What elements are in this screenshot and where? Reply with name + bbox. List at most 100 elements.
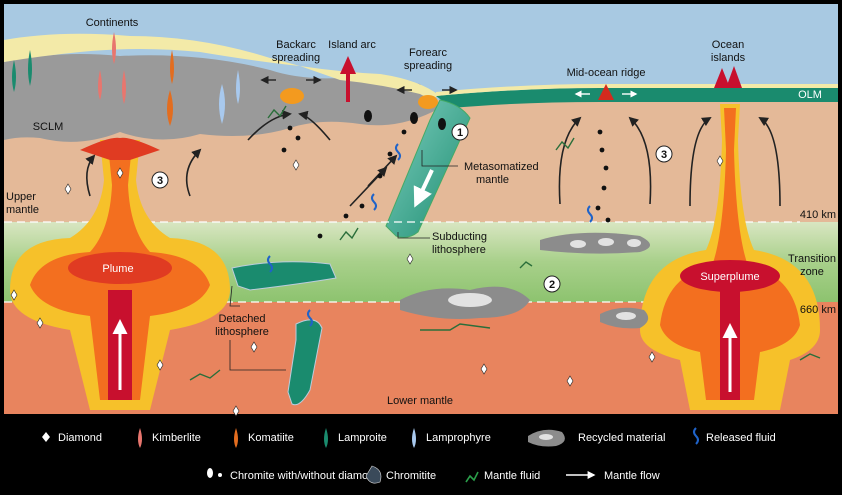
diamond-icon bbox=[566, 375, 574, 387]
legend-chromitite-icon bbox=[365, 465, 382, 484]
legend-mantle-flow-label: Mantle flow bbox=[604, 470, 660, 482]
released-fluid bbox=[307, 309, 313, 327]
legend-kimberlite-label: Kimberlite bbox=[152, 432, 201, 444]
label-metaso-1: Metasomatized bbox=[464, 161, 539, 173]
label-forearc-1: Forearc bbox=[409, 47, 447, 59]
label-backarc-1: Backarc bbox=[276, 39, 316, 51]
plume-top bbox=[80, 137, 160, 160]
mantle-flow-arrow bbox=[558, 116, 582, 205]
label-plume: Plume bbox=[102, 263, 133, 275]
mantle-fluid bbox=[189, 369, 221, 381]
recycled-material bbox=[540, 232, 650, 254]
superplume-mid bbox=[660, 108, 800, 400]
subducting-slab bbox=[385, 99, 471, 238]
island-arc-dike bbox=[346, 74, 350, 102]
mantle-fluid bbox=[555, 137, 575, 151]
plume-head bbox=[68, 252, 172, 284]
released-fluid bbox=[587, 205, 593, 223]
komatiite-drop bbox=[170, 50, 174, 84]
mantle-fluid bbox=[519, 261, 533, 269]
label-transition-2: zone bbox=[800, 266, 824, 278]
label-subduct-1: Subducting bbox=[432, 231, 487, 243]
label-backarc-2: spreading bbox=[272, 52, 320, 64]
mantle-flow-arrow bbox=[628, 116, 652, 205]
recycled-inner bbox=[598, 238, 614, 246]
label-olm: OLM bbox=[798, 89, 822, 101]
released-fluid bbox=[395, 143, 401, 161]
ocean-island-volcano-2 bbox=[726, 66, 742, 88]
superplume-head bbox=[680, 260, 780, 292]
marker-2-text: 2 bbox=[549, 279, 555, 291]
diamond-icon bbox=[406, 253, 414, 265]
mantle-fluid bbox=[267, 105, 287, 119]
mantle-fluid bbox=[339, 227, 359, 241]
legend-fluid-label: Released fluid bbox=[706, 432, 776, 444]
label-410: 410 km bbox=[800, 209, 836, 221]
mantle-flow-arrow bbox=[758, 117, 781, 207]
detach-pointer-2 bbox=[229, 340, 286, 371]
recycled-inner bbox=[627, 239, 641, 247]
marker-3-right: 3 bbox=[655, 145, 673, 163]
diamond-icon bbox=[36, 317, 44, 329]
label-forearc-2: spreading bbox=[404, 60, 452, 72]
released-fluid bbox=[267, 255, 273, 273]
label-ocean-1: Ocean bbox=[712, 39, 744, 51]
mid-ocean-ridge-marker bbox=[598, 84, 614, 100]
marker-3-left-text: 3 bbox=[157, 175, 163, 187]
legend-lamproite-label: Lamproite bbox=[338, 432, 387, 444]
label-detached-2: lithosphere bbox=[215, 326, 269, 338]
label-ocean-2: islands bbox=[711, 52, 746, 64]
legend-chromitite-label: Chromitite bbox=[386, 470, 436, 482]
forearc-magma bbox=[418, 95, 438, 109]
slab-motion-arrow bbox=[413, 169, 434, 208]
lamproite-drop bbox=[28, 50, 32, 86]
lamprophyre-drop bbox=[219, 84, 225, 124]
diamond-icon bbox=[716, 155, 724, 167]
mantle-flow-arrow bbox=[689, 117, 712, 207]
recycled-inner bbox=[616, 312, 636, 320]
legend-mantle-fluid-label: Mantle fluid bbox=[484, 470, 540, 482]
legend-recycled-label: Recycled material bbox=[578, 432, 665, 444]
legend-fluid-icon bbox=[693, 427, 699, 445]
diamond-icon bbox=[250, 341, 258, 353]
lamproite-drop bbox=[12, 60, 16, 92]
diamond-icon bbox=[232, 405, 240, 417]
oceanic-plate bbox=[436, 88, 838, 108]
label-island-arc: Island arc bbox=[328, 39, 376, 51]
legend-chromite-label: Chromite with/without diamond bbox=[230, 470, 380, 482]
mantle-flow-arrow bbox=[247, 109, 292, 141]
legend-lamprophyre-icon bbox=[412, 428, 416, 448]
kimberlite-drop bbox=[98, 70, 102, 100]
mantle-fluid bbox=[799, 353, 821, 361]
island-arc-volcano bbox=[340, 56, 356, 74]
legend-diamond-label: Diamond bbox=[58, 432, 102, 444]
marker-3-right-text: 3 bbox=[661, 149, 667, 161]
legend-kimberlite-icon bbox=[138, 428, 142, 448]
kimberlite-drop bbox=[112, 32, 116, 64]
kimberlite-drop bbox=[122, 70, 126, 104]
legend-lamprophyre-label: Lamprophyre bbox=[426, 432, 491, 444]
detach-pointer-1 bbox=[229, 285, 240, 307]
label-upper-2: mantle bbox=[6, 204, 39, 216]
mantle-flow-arrow bbox=[298, 110, 331, 141]
marker-3-left: 3 bbox=[151, 171, 169, 189]
legend-komatiite-icon bbox=[234, 428, 238, 448]
diamond-icon bbox=[116, 167, 124, 179]
diamond-icon bbox=[10, 289, 18, 301]
legend-lamproite-icon bbox=[324, 428, 328, 448]
diamond-icon bbox=[292, 159, 300, 171]
diamond-cluster bbox=[10, 155, 724, 417]
ocean-island-volcano bbox=[714, 68, 730, 88]
legend-chromite-icon bbox=[207, 468, 213, 478]
legend-komatiite-label: Komatiite bbox=[248, 432, 294, 444]
label-lower-mantle: Lower mantle bbox=[387, 395, 453, 407]
backarc-magma bbox=[280, 88, 304, 104]
lamprophyre-drop bbox=[236, 70, 240, 104]
label-superplume: Superplume bbox=[700, 271, 759, 283]
legend-diamond-icon bbox=[42, 432, 50, 442]
mantle-flow-arrow bbox=[185, 148, 202, 197]
label-transition-1: Transition bbox=[788, 253, 836, 265]
recycled-inner bbox=[448, 293, 492, 307]
